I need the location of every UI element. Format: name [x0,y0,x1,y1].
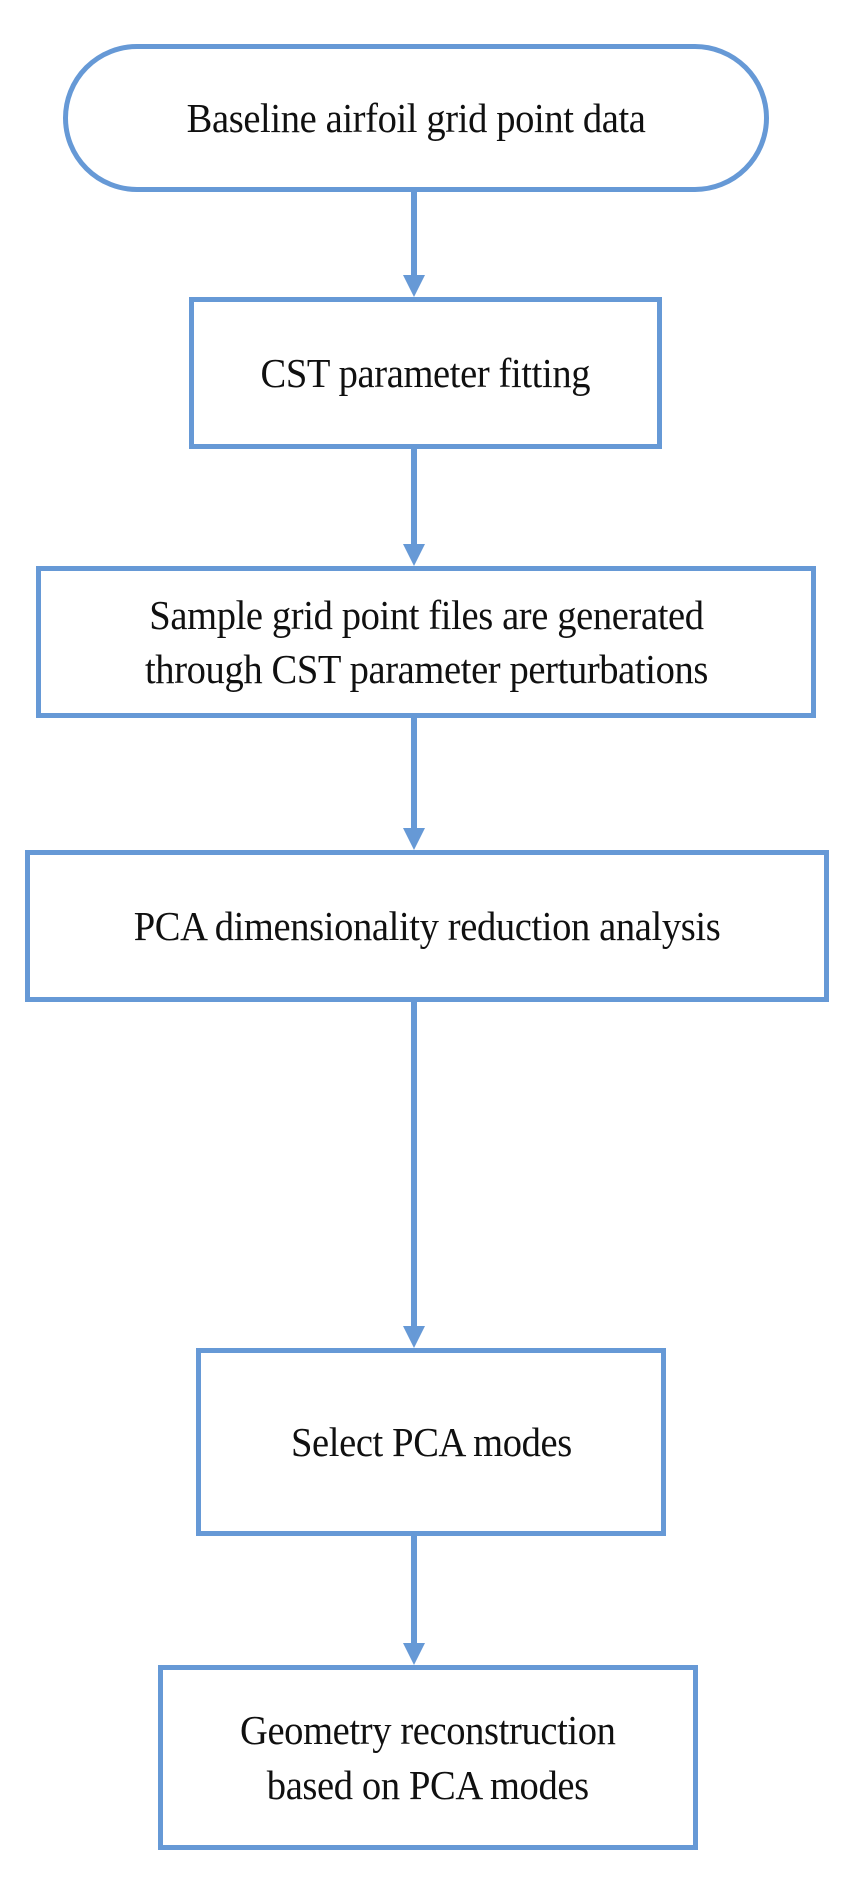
node-pca-reduction[interactable]: PCA dimensionality reduction analysis [25,850,829,1002]
arrow-cst-to-sample [394,449,434,566]
arrow-select-to-geometry [394,1536,434,1665]
node-pca-reduction-label: PCA dimensionality reduction analysis [133,902,721,949]
node-geometry-reconstruction-label: Geometry reconstruction based on PCA mod… [240,1707,616,1808]
node-geometry-reconstruction[interactable]: Geometry reconstruction based on PCA mod… [158,1665,698,1850]
node-sample-generation[interactable]: Sample grid point files are generated th… [36,566,816,718]
node-baseline-data-label: Baseline airfoil grid point data [186,94,646,141]
node-cst-fitting-label: CST parameter fitting [260,349,591,396]
arrow-pca-to-select [394,1002,434,1348]
node-baseline-data[interactable]: Baseline airfoil grid point data [63,44,769,192]
node-select-modes[interactable]: Select PCA modes [196,1348,666,1536]
node-sample-generation-label: Sample grid point files are generated th… [144,591,708,692]
arrow-sample-to-pca [394,718,434,850]
node-select-modes-label: Select PCA modes [290,1418,572,1465]
node-cst-fitting[interactable]: CST parameter fitting [189,297,662,449]
arrow-baseline-to-cst [394,192,434,297]
